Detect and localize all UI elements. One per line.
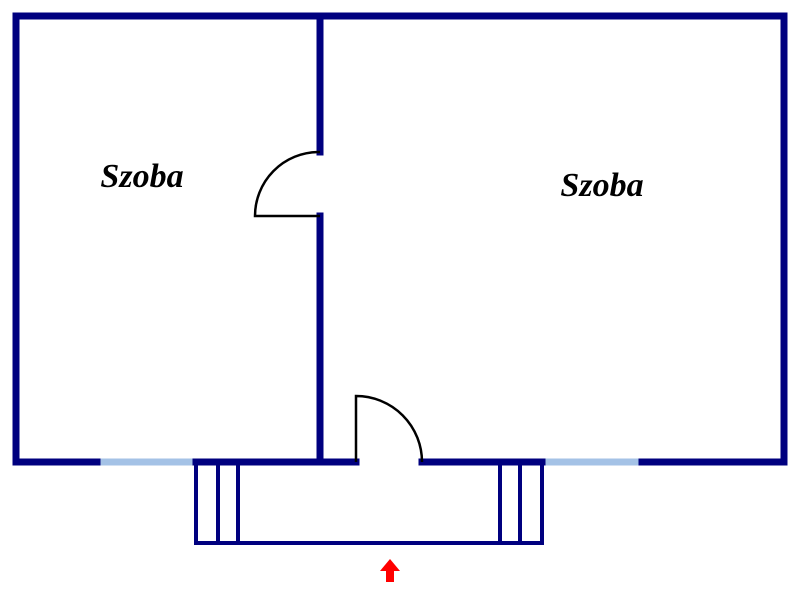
doors (253, 150, 424, 463)
entrance-arrow-shaft (386, 570, 394, 582)
walls (12, 12, 788, 545)
room-label-left: Szoba (100, 158, 183, 195)
door-interior-swing (253, 150, 320, 218)
door-entrance-swing (354, 394, 424, 463)
room-label-right: Szoba (560, 167, 643, 204)
entrance-arrow-head (380, 559, 400, 571)
arrow-up-icon (380, 559, 400, 582)
